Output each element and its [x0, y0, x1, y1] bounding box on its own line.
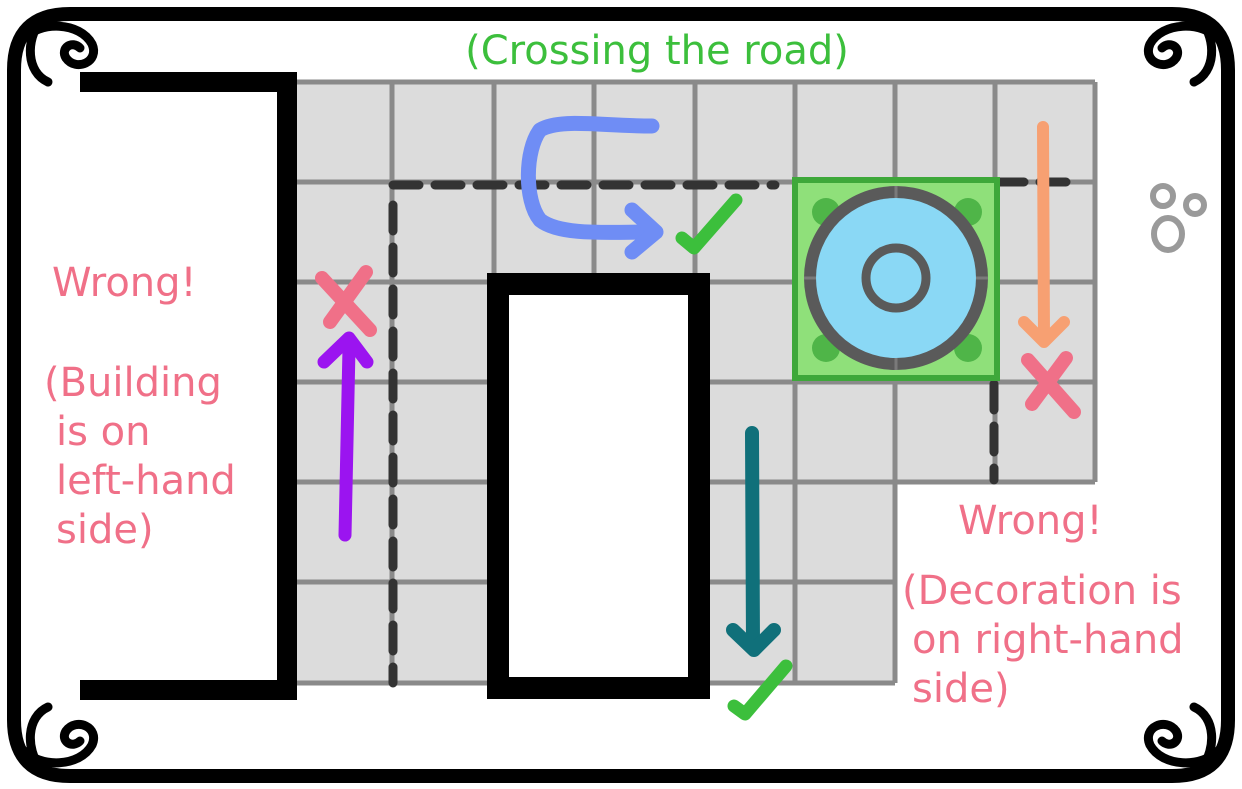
check-icon: [675, 193, 743, 255]
fountain-icon: [792, 177, 1000, 381]
scroll-corner-icon: [1143, 702, 1225, 772]
pebbles-icon: [1150, 183, 1207, 253]
wrong-right-label: Wrong! (Decoration is on right-hand side…: [902, 498, 1184, 712]
scroll-corner-icon: [17, 17, 99, 87]
cross-icon: [1021, 351, 1081, 419]
wrong-left-label: Wrong! (Building is on left-hand side): [44, 260, 236, 553]
wrong-left-reason-line: (Building: [44, 360, 222, 406]
wrong-right-title: Wrong!: [958, 498, 1103, 544]
wrong-left-reason-line: side): [56, 507, 154, 553]
check-icon: [727, 659, 793, 721]
scroll-corner-icon: [1143, 17, 1225, 87]
wrong-right-reason-line: side): [912, 666, 1010, 712]
wrong-left-reason-line: is on: [56, 409, 151, 455]
cross-icon: [315, 265, 377, 337]
teal-arrow: [726, 426, 781, 657]
orange-arrow: [1018, 121, 1070, 348]
dashed-guides: [388, 177, 1080, 688]
wrong-left-title: Wrong!: [52, 260, 197, 306]
middle-building: [487, 273, 710, 699]
left-building: [80, 72, 297, 700]
wrong-left-reason-line: left-hand: [56, 458, 236, 504]
wrong-right-reason-line: (Decoration is: [902, 568, 1182, 614]
purple-arrow: [317, 331, 374, 542]
wrong-right-reason-line: on right-hand: [912, 617, 1184, 663]
crossing-label: (Crossing the road): [465, 28, 849, 74]
scroll-corner-icon: [17, 702, 99, 772]
blue-arrow: [520, 115, 664, 260]
